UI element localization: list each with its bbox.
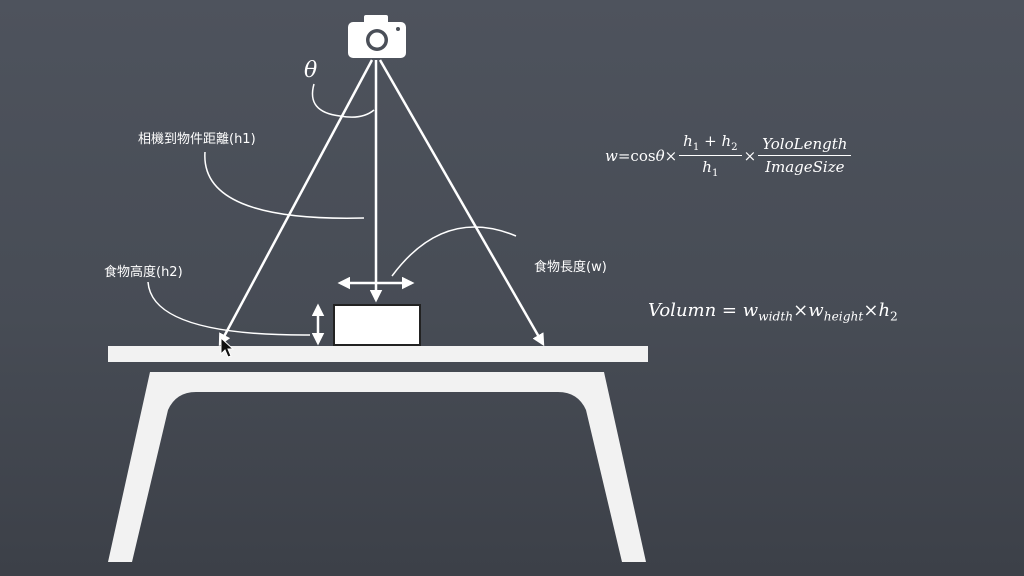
camera-left-line	[218, 59, 374, 347]
food-object	[333, 304, 421, 346]
mouse-cursor-icon	[220, 336, 235, 358]
height-curve	[147, 281, 311, 336]
theta-curve	[311, 83, 375, 118]
camera-right-line	[378, 59, 545, 347]
formula-volumn: Volumn = wwidth×wheight×h2	[648, 300, 898, 324]
table-top	[108, 346, 648, 362]
theta-label: θ	[304, 58, 318, 83]
food-height-label: 食物高度(h2)	[104, 265, 183, 280]
length-curve	[391, 226, 517, 277]
height-ratio-fraction: h1 + h2 h1	[679, 132, 742, 179]
yolo-ratio-fraction: YoloLength ImageSize	[758, 135, 852, 176]
camera-icon	[348, 15, 406, 58]
table-frame	[108, 372, 646, 562]
camera-distance-label: 相機到物件距離(h1)	[138, 132, 256, 147]
food-length-label: 食物長度(w)	[534, 260, 607, 275]
formula-w: w = cos θ × h1 + h2 h1 × YoloLength Imag…	[605, 132, 853, 179]
distance-curve	[204, 151, 365, 219]
